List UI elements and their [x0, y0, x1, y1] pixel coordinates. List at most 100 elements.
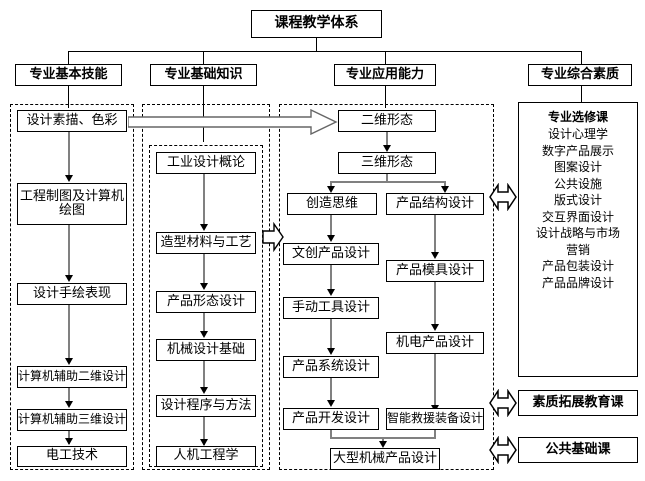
header-box-4: 专业综合素质 [528, 64, 632, 86]
col3-item-largemachine: 大型机械产品设计 [330, 448, 440, 470]
col2-connector-5 [203, 417, 205, 445]
col1-arrowhead-1 [65, 175, 73, 182]
elective-item-4: 公共设施 [553, 176, 602, 191]
drop-to-header-2 [203, 51, 204, 64]
col3-arrowhead-merge [379, 441, 387, 448]
col3-connector-a2 [330, 265, 332, 292]
col1-item-3: 设计手绘表现 [17, 283, 127, 305]
trunk-vertical [316, 38, 317, 51]
col3-connector-b2 [434, 282, 436, 327]
big-arrow-sketch-to-2d [128, 109, 338, 135]
col1-item-4: 计算机辅助二维设计 [17, 366, 127, 388]
col1-arrowhead-5 [65, 438, 73, 445]
col2-connector-2 [203, 254, 205, 285]
col3-item-mechatronic: 机电产品设计 [386, 332, 484, 354]
elective-item-2: 数字产品展示 [541, 143, 614, 158]
double-arrow-electives-icon [489, 183, 517, 211]
double-arrow-quality-icon [489, 389, 517, 417]
col3-arrowhead-b1 [431, 252, 439, 259]
col3-split-left [330, 181, 332, 189]
drop-to-header-4 [581, 51, 582, 64]
col3-arrowhead-a2 [327, 289, 335, 296]
double-arrow-public-icon [489, 436, 517, 464]
elective-item-10: 产品品牌设计 [541, 275, 614, 290]
public-course-box: 公共基础课 [518, 437, 638, 463]
col3-item-structure: 产品结构设计 [386, 193, 484, 215]
group-dashed-col1 [10, 104, 134, 470]
col3-connector-2d-3d [386, 132, 388, 149]
col2-connector-3 [203, 313, 205, 334]
col2-connector-4 [203, 361, 205, 389]
col2-arrowhead-5 [200, 439, 208, 446]
distribution-bar [68, 51, 581, 52]
col2-item-6: 人机工程学 [156, 446, 256, 467]
elective-item-9: 产品包装设计 [541, 259, 614, 273]
drop-to-header-1 [68, 51, 69, 64]
col2-item-5: 设计程序与方法 [156, 395, 256, 417]
col2-arrowhead-3 [200, 331, 208, 338]
stem-col4 [581, 86, 582, 102]
col1-arrowhead-3 [65, 358, 73, 365]
col3-connector-b3 [434, 354, 436, 408]
col3-arrowhead-left [327, 186, 335, 193]
col1-connector-2 [68, 225, 70, 277]
col3-connector-b1 [434, 215, 436, 255]
col1-connector-4 [68, 388, 70, 404]
col1-connector-3 [68, 305, 70, 360]
col3-arrowhead-a3 [327, 348, 335, 355]
header-box-3: 专业应用能力 [334, 64, 436, 86]
col3-connector-a3 [330, 319, 332, 351]
elective-item-7: 设计战略与市场 [535, 226, 620, 240]
col1-item-6: 电工技术 [17, 446, 127, 467]
drop-to-header-3 [385, 51, 386, 64]
col3-item-system: 产品系统设计 [283, 356, 379, 378]
col3-item-rescue: 智能救援装备设计 [386, 408, 484, 430]
col2-arrowhead-2 [200, 283, 208, 290]
elective-item-6: 交互界面设计 [541, 209, 614, 224]
col3-item-creative: 创造思维 [287, 193, 377, 215]
col3-item-3d: 三维形态 [338, 152, 436, 174]
col3-split-bar [330, 181, 446, 183]
col3-arrowhead-2d-3d [383, 145, 391, 152]
col1-arrowhead-4 [65, 401, 73, 408]
col1-item-5: 计算机辅助三维设计 [17, 409, 127, 431]
col3-item-2d: 二维形态 [338, 110, 436, 132]
col3-arrowhead-b2 [431, 324, 439, 331]
col3-connector-a4 [330, 378, 332, 403]
col2-item-3: 产品形态设计 [156, 291, 256, 313]
col3-item-cultural: 文创产品设计 [283, 243, 379, 265]
group-dashed-col2-outer [142, 104, 270, 470]
elective-item-8: 营销 [565, 242, 590, 257]
elective-item-1: 设计心理学 [547, 127, 608, 141]
col3-item-development: 产品开发设计 [283, 408, 379, 430]
col1-connector-1 [68, 132, 70, 177]
col2-arrowhead-1 [200, 224, 208, 231]
col3-split-stem [386, 174, 388, 182]
col2-arrowhead-4 [200, 387, 208, 394]
col3-arrowhead-a4 [327, 400, 335, 407]
elective-heading: 专业选修课 [547, 110, 608, 124]
col3-split-right [444, 181, 446, 189]
stem-col1 [68, 86, 69, 108]
col3-merge-right [434, 430, 436, 438]
elective-course-box: 专业选修课 设计心理学 数字产品展示 图案设计 公共设施 版式设计 交互界面设计… [518, 102, 638, 377]
stem-col3 [385, 86, 386, 108]
header-box-2: 专业基础知识 [150, 64, 257, 86]
col2-item-1: 工业设计概论 [156, 152, 256, 174]
stem-col2 [203, 86, 204, 142]
col1-connector-5 [68, 431, 70, 444]
elective-item-3: 图案设计 [553, 160, 602, 174]
header-box-1: 专业基本技能 [15, 64, 122, 86]
col2-item-2: 造型材料与工艺 [156, 232, 256, 254]
quality-course-box: 素质拓展教育课 [518, 390, 638, 416]
col2-item-4: 机械设计基础 [156, 339, 256, 361]
col3-item-handtool: 手动工具设计 [283, 297, 379, 319]
col3-item-mold: 产品模具设计 [386, 260, 484, 282]
col3-merge-left [330, 430, 332, 438]
diagram-title-box: 课程教学体系 [251, 10, 382, 38]
col2-connector-1 [203, 174, 205, 226]
col1-item-2: 工程制图及计算机绘图 [17, 183, 127, 225]
block-arrow-col2-to-col3 [262, 222, 284, 252]
col1-item-1: 设计素描、色彩 [17, 110, 127, 132]
